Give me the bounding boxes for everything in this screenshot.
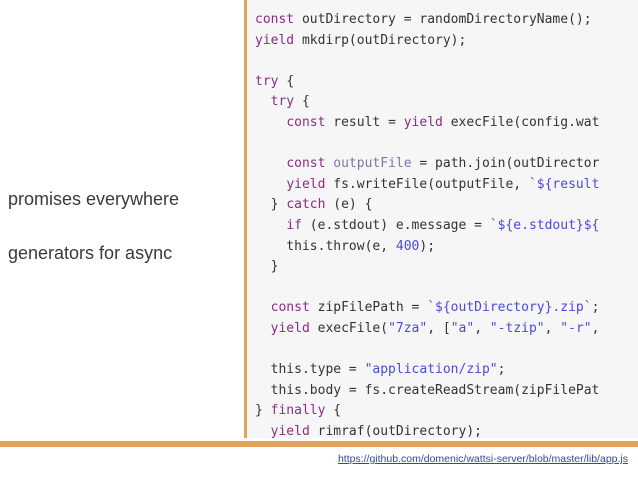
code-token: this.body = fs.createReadStream(zipFileP… xyxy=(255,382,600,398)
code-token xyxy=(255,300,271,315)
code-line: const result = yield execFile(config.wat xyxy=(255,113,638,134)
code-token: `${result xyxy=(528,176,600,192)
code-token xyxy=(255,218,286,233)
code-token: zipFilePath = xyxy=(317,300,428,316)
code-token: `${outDirectory}.zip` xyxy=(427,300,592,316)
code-token: execFile( xyxy=(317,320,389,336)
code-token: 400 xyxy=(395,238,420,254)
code-block: const outDirectory = randomDirectoryName… xyxy=(247,0,638,438)
code-line: } finally { xyxy=(255,401,638,422)
code-line: const outputFile = path.join(outDirector xyxy=(255,154,638,175)
code-token: (e.stdout) e.message = xyxy=(309,217,490,233)
code-line xyxy=(255,278,638,299)
code-token: mkdirp(outDirectory); xyxy=(301,32,467,48)
code-line: this.body = fs.createReadStream(zipFileP… xyxy=(255,381,638,402)
code-token: `${e.stdout}${ xyxy=(489,217,600,233)
code-token: { xyxy=(333,403,342,419)
code-token: yield xyxy=(270,320,318,336)
code-line: const outDirectory = randomDirectoryName… xyxy=(255,10,638,31)
code-line xyxy=(255,134,638,155)
code-token: } xyxy=(255,403,271,419)
source-link[interactable]: https://github.com/domenic/wattsi-server… xyxy=(337,453,628,465)
code-token: this.throw(e, xyxy=(255,238,396,254)
code-line: this.type = "application/zip"; xyxy=(255,360,638,381)
code-token: try xyxy=(255,73,287,89)
code-token: yield xyxy=(255,32,302,48)
code-token xyxy=(255,321,271,336)
code-token: } xyxy=(255,197,287,213)
code-token: , xyxy=(544,320,561,336)
code-token: yield xyxy=(286,176,334,192)
code-token: ; xyxy=(497,362,506,378)
code-token: if xyxy=(286,217,310,233)
code-line: const zipFilePath = `${outDirectory}.zip… xyxy=(255,298,638,319)
code-token: "-tzip" xyxy=(489,320,545,336)
code-token: = path.join(outDirector xyxy=(411,156,600,172)
bullet-promises: promises everywhere xyxy=(8,189,180,209)
code-token: yield xyxy=(270,423,318,438)
code-line: try { xyxy=(255,72,638,93)
code-line: yield fs.writeFile(outputFile, `${result xyxy=(255,175,638,196)
code-token: finally xyxy=(270,403,334,419)
code-token: execFile(config.wat xyxy=(450,114,600,130)
code-token: const xyxy=(255,12,302,27)
code-line: yield mkdirp(outDirectory); xyxy=(255,31,638,52)
code-token xyxy=(255,156,286,171)
code-token: , [ xyxy=(427,320,451,336)
code-token: fs.writeFile(outputFile, xyxy=(333,176,529,192)
code-token: "application/zip" xyxy=(364,362,498,378)
code-token: "-r" xyxy=(560,320,592,336)
code-token: "7za" xyxy=(388,320,428,336)
code-line: try { xyxy=(255,92,638,113)
code-token xyxy=(255,424,271,438)
code-token: try xyxy=(270,94,302,110)
code-token: "a" xyxy=(450,320,475,336)
code-line: this.throw(e, 400); xyxy=(255,237,638,258)
code-token: ); xyxy=(419,238,436,254)
code-token: outputFile xyxy=(333,156,412,172)
code-token: } xyxy=(255,259,279,275)
code-token xyxy=(255,115,286,130)
code-token: result = xyxy=(333,114,404,130)
code-token: , xyxy=(591,320,600,336)
code-token: { xyxy=(286,73,295,89)
code-token: ; xyxy=(591,300,600,316)
code-line: yield execFile("7za", ["a", "-tzip", "-r… xyxy=(255,319,638,340)
code-line xyxy=(255,51,638,72)
code-token xyxy=(255,177,286,192)
code-token: const xyxy=(286,114,334,130)
code-token: catch xyxy=(286,197,334,213)
code-token: const xyxy=(270,300,318,316)
footer-accent-bar xyxy=(0,441,638,447)
code-line: } catch (e) { xyxy=(255,195,638,216)
code-token: const xyxy=(286,156,334,172)
bullet-generators: generators for async xyxy=(8,243,173,263)
code-token: { xyxy=(301,94,310,110)
code-token: yield xyxy=(403,114,451,130)
code-token xyxy=(255,94,271,109)
code-line: } xyxy=(255,257,638,278)
code-token: this.type = xyxy=(255,362,365,378)
code-panel: const outDirectory = randomDirectoryName… xyxy=(244,0,638,438)
code-line xyxy=(255,340,638,361)
code-token: (e) { xyxy=(333,197,373,213)
code-token: rimraf(outDirectory); xyxy=(317,423,482,438)
bullet-list: promises everywhere generators for async xyxy=(8,186,236,266)
code-token: outDirectory = randomDirectoryName(); xyxy=(301,12,592,27)
code-line: yield rimraf(outDirectory); xyxy=(255,422,638,438)
code-token: , xyxy=(474,320,490,336)
code-line: if (e.stdout) e.message = `${e.stdout}${ xyxy=(255,216,638,237)
